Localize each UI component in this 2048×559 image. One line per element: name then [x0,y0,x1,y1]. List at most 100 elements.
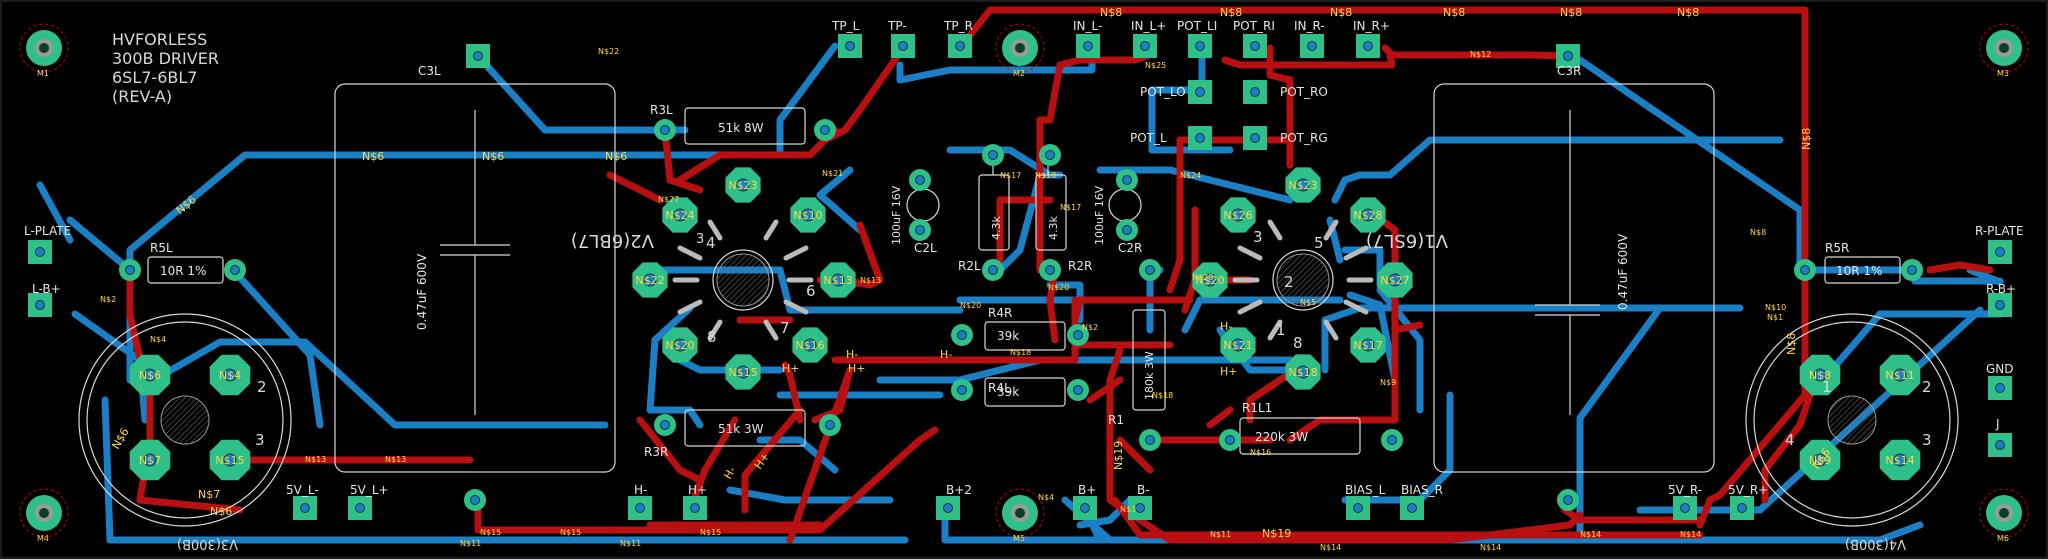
pin-number: 5 [1314,234,1324,252]
connector-pad [28,240,52,264]
component-pad [982,144,1004,166]
tube-pin-pad: N$6 [129,354,171,396]
label-tp-l: TP_L [831,19,860,33]
label-r-plate: R-PLATE [1975,224,2024,238]
connector-labels: TP_L TP- TP_R IN_L- IN_L+ POT_LI POT_RI … [24,19,2024,497]
net-label: N$13 [860,276,881,285]
label-in-l-plus: IN_L+ [1131,19,1166,33]
pad-net-label: N$9 [1809,454,1831,467]
tube-label-v2: V2(6BL7) [571,230,654,251]
connector-pad [628,496,652,520]
label-bias-r: BIAS_R [1401,483,1443,497]
mounting-hole-label-m2: M2 [1013,69,1025,78]
label-in-l-minus: IN_L- [1073,19,1102,33]
value-r2r: 4.3k [1047,216,1060,240]
pin-number: 2 [1284,273,1294,291]
mounting-hole-m5: M5 [995,488,1045,543]
net-label: N$16 [1250,448,1271,457]
component-pad [1116,169,1138,191]
connector-pad [1400,496,1424,520]
net-label: N$21 [822,169,843,178]
title-line-4: (REV-A) [112,87,172,106]
connector-pad [1076,34,1100,58]
pin-number: 2 [1922,378,1932,396]
label-tp-r: TP_R [943,19,973,33]
net-label: N$15 [560,528,581,537]
pad-net-label: N$13 [823,274,852,287]
net-label: N$8 [1560,6,1582,19]
r4r-outline [984,321,1066,351]
c3l-outline [334,83,616,473]
label-h-plus: H+ [688,483,707,497]
tube-pin-pad: N$15 [209,439,251,481]
net-label: N$14 [1580,530,1601,539]
tube-pin-pad: N$28 [1350,197,1386,233]
component-values: 0.47uF 600V 0.47uF 600V 51k 8W 51k 3W 10… [160,121,1882,444]
pad-net-label: N$18 [1288,366,1317,379]
pad-net-label: N$21 [1223,339,1252,352]
net-label: N$27 [658,195,679,204]
tube-pin-pad: N$7 [129,439,171,481]
value-r4r: 39k [997,329,1019,343]
ref-r2r: R2R [1068,259,1092,273]
component-pad [1381,429,1403,451]
label-5v-r-plus: 5V_R+ [1728,483,1768,497]
label-gnd: GND [1986,362,2014,376]
net-label: N$22 [598,47,619,56]
pad-net-label: N$23 [1288,179,1317,192]
ref-r1l1: R1L1 [1242,401,1272,415]
net-label: N$19 [1262,527,1291,540]
label-l-plate: L-PLATE [24,224,71,238]
title-line-1: HVFORLESS [112,30,207,49]
tube-socket-v1 [1232,219,1374,341]
net-label: N$6 [482,150,504,163]
connector-pad [1188,34,1212,58]
net-label: N$17 [1060,203,1081,212]
connector-pad [1673,496,1697,520]
ref-c2r: C2R [1118,241,1142,255]
pin-numbers: 4 3 6 7 8 2 5 3 1 8 2 3 1 2 4 3 [255,228,1932,449]
tube-labels: V2(6BL7) V1(6SL7) V3(300B) V4(300B) [177,230,1906,551]
net-label: N$3 [1120,505,1136,514]
net-label: N$8 [1443,6,1465,19]
mounting-hole-m6: M6 [1979,488,2029,543]
connector-pad [466,44,490,68]
label-tp-minus: TP- [887,19,907,33]
component-pad [654,119,676,141]
tube-pin-pad: N$8 [1799,354,1841,396]
net-label: N$8 [1677,6,1699,19]
net-label: N$6 [210,505,232,518]
net-label: N$19 [1112,441,1125,470]
connector-pad [1730,496,1754,520]
net-label: N$7 [198,488,220,501]
pin-number: 1 [1822,378,1832,396]
mounting-hole-m2: M2 [995,23,1045,78]
connector-pad [891,34,915,58]
mounting-hole-label-m4: M4 [37,534,49,543]
r2l-outline [978,174,1010,251]
net-label: N$9 [1380,378,1396,387]
pad-net-label: N$20 [665,339,694,352]
net-label: N$11 [460,539,481,548]
pad-net-label: N$4 [219,369,241,382]
net-label: N$13 [305,455,326,464]
pad-net-label: N$6 [139,369,161,382]
net-label: N$8 [1785,333,1798,355]
tube-socket-v4 [1827,395,1877,445]
ref-c3r: C3R [1557,64,1581,78]
ref-r4r: R4R [988,306,1012,320]
net-label: N$6 [605,150,627,163]
label-5v-l-plus: 5V_L+ [350,483,389,497]
net-label: H- [1220,320,1232,333]
net-label: N$10 [1765,303,1786,312]
ref-r3l: R3L [650,103,673,117]
component-pad [1039,144,1061,166]
pin-number: 3 [696,232,704,247]
label-5v-l-minus: 5V_L- [286,483,319,497]
label-pot-l: POT_L [1130,131,1167,145]
label-h-minus: H- [634,483,647,497]
pad-net-label: N$11 [1885,369,1914,382]
mounting-hole-m1: M1 [19,23,69,78]
connector-pad [1300,34,1324,58]
